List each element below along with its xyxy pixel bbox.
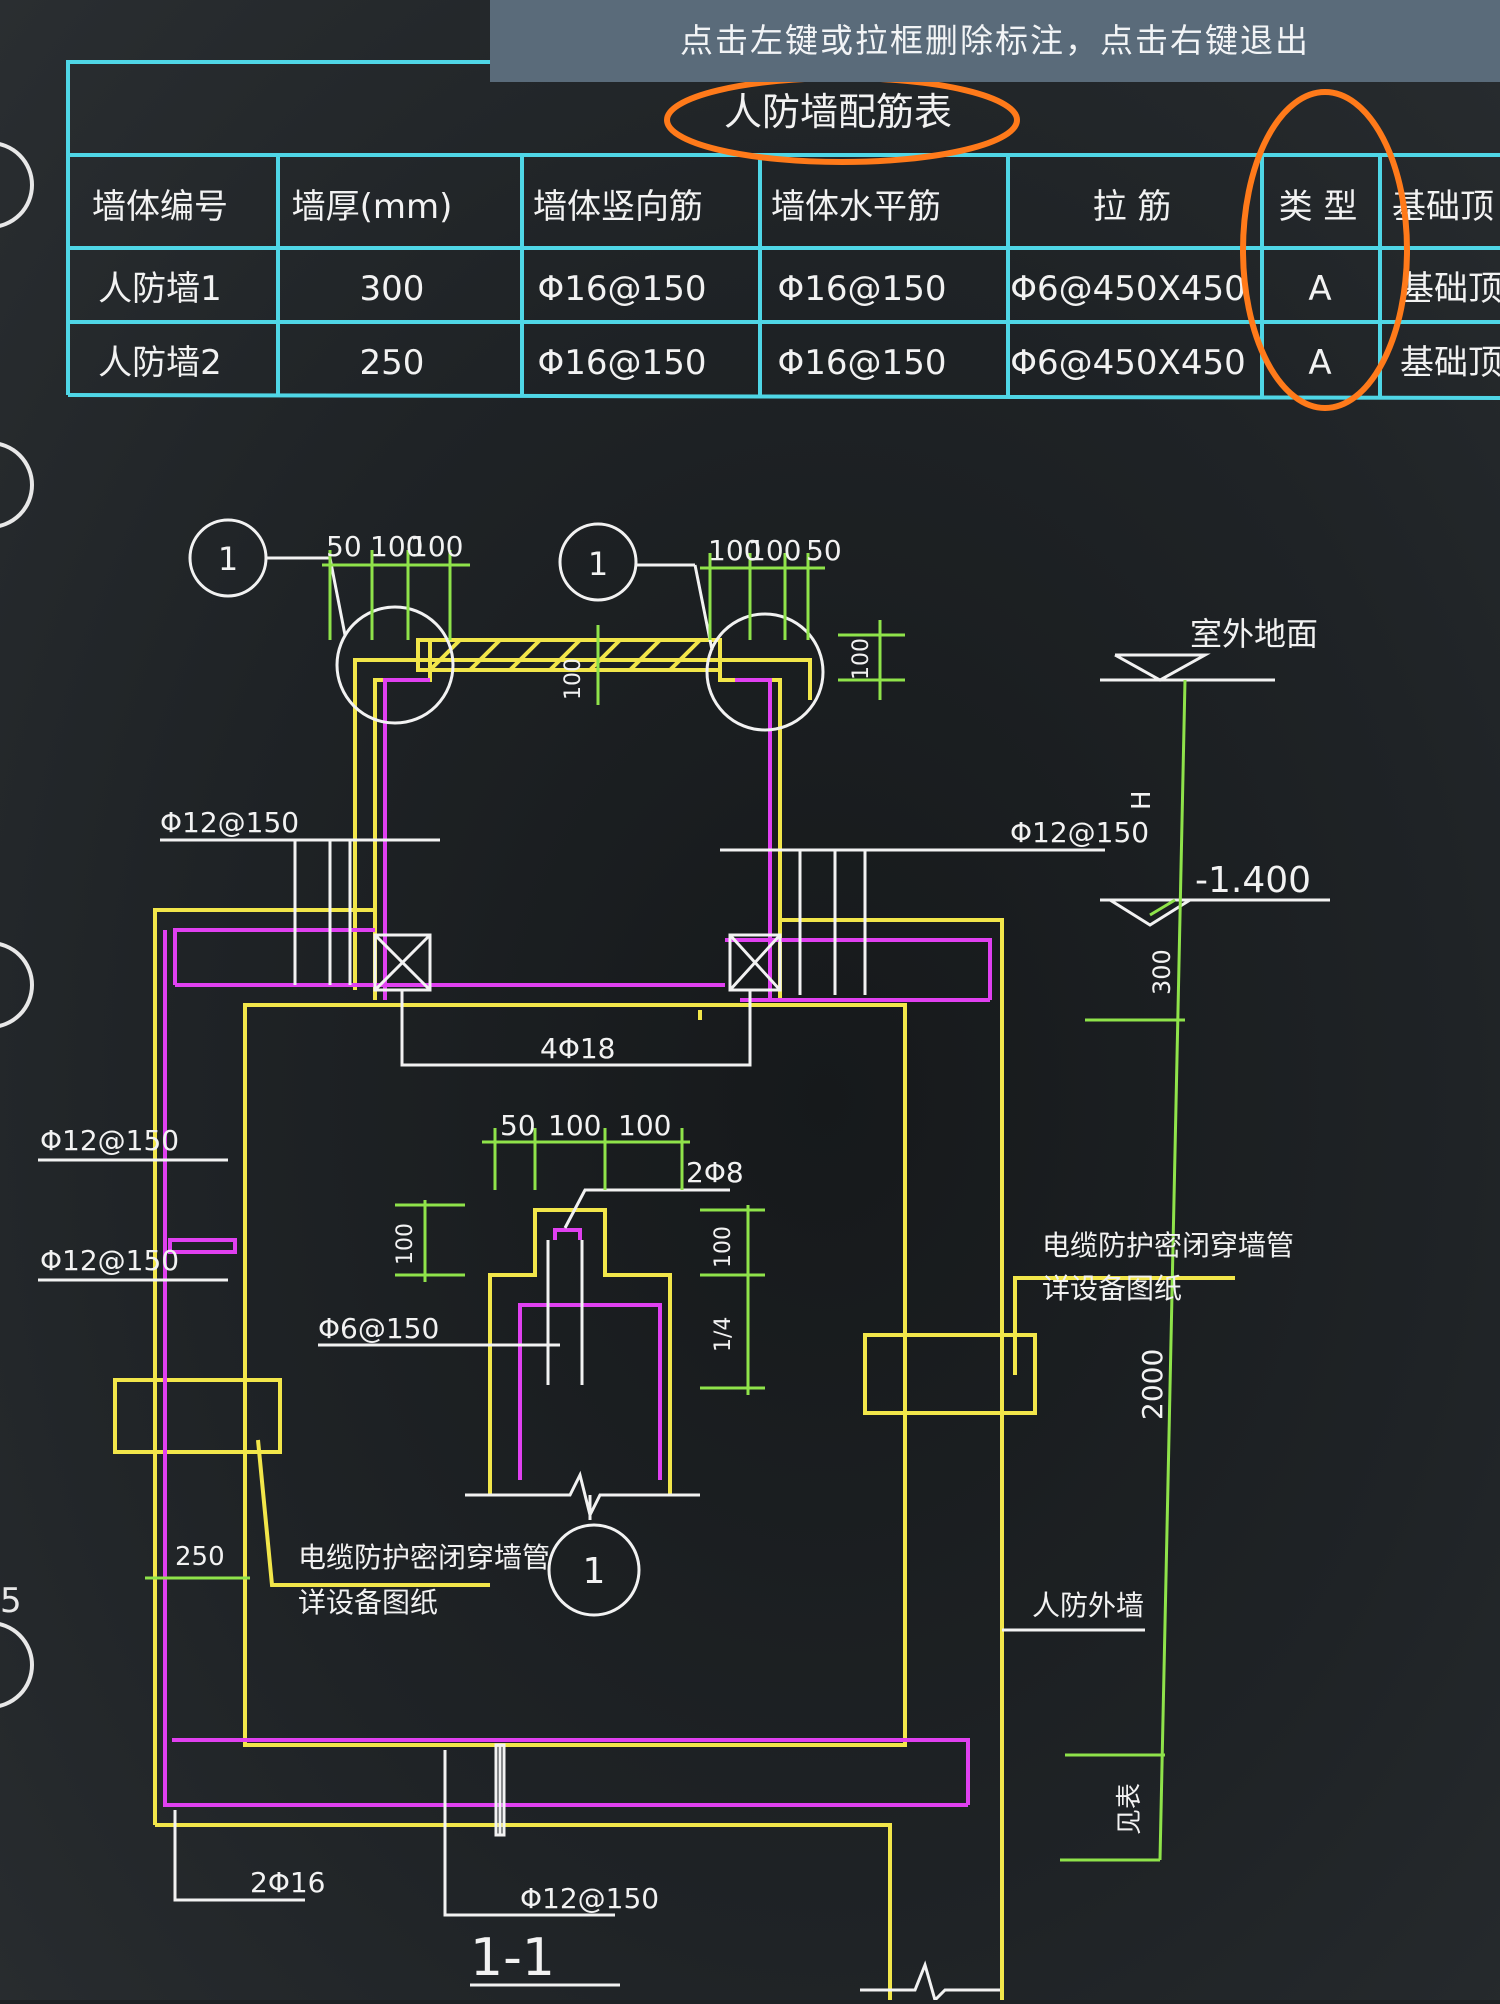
outer-wall-label: 人防外墙 [1032,1589,1144,1622]
cable-note-right-line2: 详设备图纸 [1042,1272,1182,1305]
status-tooltip: 点击左键或拉框删除标注，点击右键退出 [490,0,1500,82]
wall-reinforcement-table [66,60,1500,400]
table-cell: Φ6@450X450 [1010,269,1245,309]
table-cell: Φ6@450X450 [1010,343,1245,383]
dim-label: 50 [500,1109,536,1142]
rebar-label-left-mid: Φ12@150 [40,1124,179,1157]
dim-label: 100 [393,1223,418,1265]
dim-label: 100 [618,1109,671,1142]
rebar-label-right-upper: Φ12@150 [1010,816,1149,849]
table-cell: 基础顶 [1400,269,1500,309]
table-cell: A [1308,269,1331,309]
callout-symbol: 1 [588,545,608,583]
dim-label: 1/4 [711,1317,736,1352]
cable-note-right-line1: 电缆防护密闭穿墙管 [1042,1229,1294,1262]
table-row: 人防墙2 250 Φ16@150 Φ16@150 Φ6@450X450 A 基础… [98,343,1500,383]
table-title: 人防墙配筋表 [724,90,952,134]
dim-label: 100 [708,534,761,567]
dim-label: 100 [410,530,463,563]
table-header-cell: 类 型 [1279,187,1358,227]
callout-symbol: 1 [218,540,238,578]
table-cell: A [1308,343,1331,383]
elevation-label: -1.400 [1195,860,1311,901]
type-column-circle-annotation [1240,89,1410,411]
table-header-cell: 拉 筋 [1093,187,1172,227]
dim-label: 250 [175,1542,225,1572]
dim-label: 见表 [1115,1783,1145,1835]
detail-stirrup-label: Φ6@150 [318,1312,439,1345]
detail-callout-number: 1 [583,1551,606,1592]
dim-label: 100 [849,638,874,680]
table-header-cell: 墙体编号 [92,187,228,227]
table-header-row: 墙体编号 墙厚(mm) 墙体竖向筋 墙体水平筋 拉 筋 类 型 基础顶 [92,187,1494,227]
table-cell: Φ16@150 [538,269,707,309]
table-cell: 人防墙1 [98,269,222,309]
dim-label: 50 [326,530,362,563]
table-header-cell: 基础顶 [1392,187,1494,227]
dim-label-h: H [1127,790,1157,810]
dim-label: 100 [561,658,586,700]
rebar-label-left-mid: Φ12@150 [40,1244,179,1277]
dimension-lines [145,550,1187,1862]
margin-marker: 5 [0,1581,22,1621]
table-cell: 250 [360,343,425,383]
dim-label: 100 [748,534,801,567]
dim-label: 100 [370,530,423,563]
cable-note-left-line1: 电缆防护密闭穿墙管 [298,1541,550,1574]
beam-hatch [416,638,722,672]
table-cell: 人防墙2 [98,343,222,383]
table-header-cell: 墙体竖向筋 [533,187,703,227]
ground-level-label: 室外地面 [1190,615,1318,653]
rebar-lines [163,678,992,1807]
table-cell: Φ16@150 [538,343,707,383]
page-binder-holes [0,142,34,1708]
bottom-bar-label: 4Φ18 [540,1032,615,1065]
drawing-labels: 1 1 50 100 100 100 100 50 100 100 Φ12@15… [40,530,1318,1988]
table-row: 人防墙1 300 Φ16@150 Φ16@150 Φ6@450X450 A 基础… [98,269,1500,309]
table-header-cell: 墙体水平筋 [771,187,941,227]
rebar-label-bottom-left: 2Φ16 [250,1866,325,1899]
table-cell: 基础顶 [1400,343,1500,383]
cable-note-left-line2: 详设备图纸 [298,1586,438,1619]
table-cell: Φ16@150 [778,269,947,309]
detail-rebar-label: 2Φ8 [686,1156,744,1189]
table-cell: Φ16@150 [778,343,947,383]
dim-label: 50 [806,534,842,567]
table-header-cell: 墙厚(mm) [292,187,453,227]
table-cell: 300 [360,269,425,309]
section-label: 1-1 [470,1928,555,1988]
dim-label: 300 [1148,949,1176,995]
dim-label: 100 [548,1109,601,1142]
rebar-label-left-upper: Φ12@150 [160,806,299,839]
dim-label: 100 [711,1226,736,1268]
dim-label: 2000 [1136,1349,1169,1420]
rebar-label-bottom: Φ12@150 [520,1882,659,1915]
